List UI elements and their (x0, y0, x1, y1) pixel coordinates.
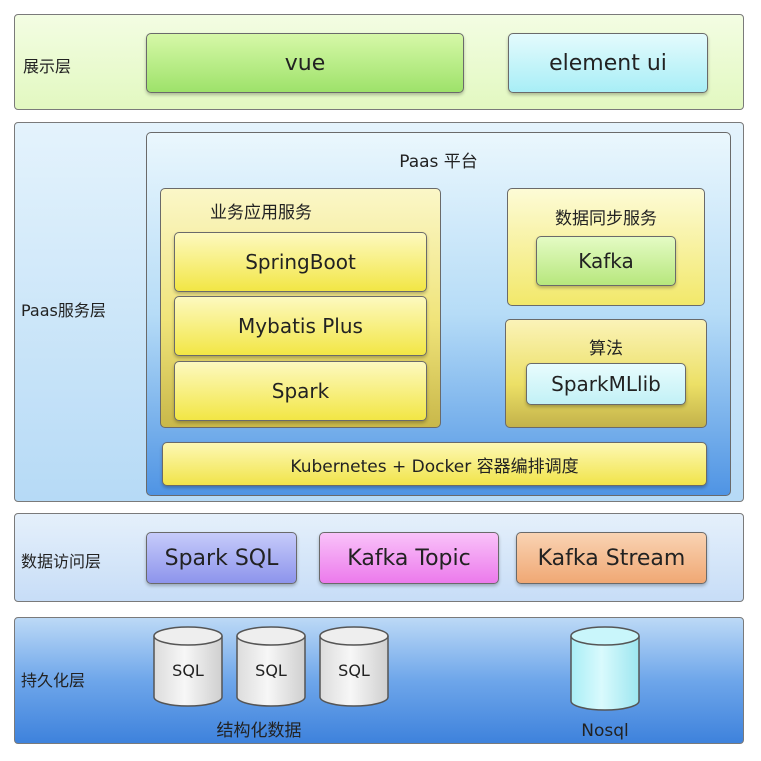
nosql-label: Nosql (581, 721, 629, 741)
data-access-layer: 数据访问层 Spark SQL Kafka Topic Kafka Stream (14, 513, 744, 602)
kafka-label: Kafka (578, 249, 634, 273)
sparkmllib-box: SparkMLlib (526, 363, 686, 405)
presentation-layer: 展示层 vue element ui (14, 14, 744, 110)
sql-cylinder-1 (153, 626, 223, 707)
vue-box: vue (146, 33, 464, 93)
paas-platform: Paas 平台 业务应用服务 SpringBoot Mybatis Plus S… (146, 132, 731, 496)
element-ui-box: element ui (508, 33, 708, 93)
kubernetes-docker-label: Kubernetes + Docker 容器编排调度 (290, 456, 579, 477)
kafka-topic-label: Kafka Topic (347, 545, 471, 571)
data-sync-service: 数据同步服务 Kafka (507, 188, 705, 306)
spark-box: Spark (174, 361, 427, 421)
algorithm-service: 算法 SparkMLlib (505, 319, 707, 428)
kafka-box: Kafka (536, 236, 676, 286)
persistence-layer: 持久化层 (14, 617, 744, 744)
sql-cylinder-2 (236, 626, 306, 707)
springboot-label: SpringBoot (245, 250, 356, 274)
data-access-layer-label: 数据访问层 (21, 552, 102, 571)
paas-layer-label: Paas服务层 (21, 301, 106, 320)
springboot-box: SpringBoot (174, 232, 427, 292)
spark-sql-label: Spark SQL (164, 545, 279, 571)
business-services-title: 业务应用服务 (210, 203, 312, 223)
paas-layer: Paas服务层 Paas 平台 业务应用服务 SpringBoot Mybati… (14, 122, 744, 502)
persistence-layer-label: 持久化层 (21, 671, 86, 690)
sql-label-3: SQL (338, 661, 370, 680)
spark-label: Spark (271, 379, 330, 403)
kafka-topic-box: Kafka Topic (319, 532, 499, 584)
presentation-layer-label: 展示层 (23, 57, 72, 76)
paas-platform-title: Paas 平台 (399, 152, 478, 172)
element-ui-label: element ui (549, 50, 667, 76)
kafka-stream-box: Kafka Stream (516, 532, 707, 584)
business-services: 业务应用服务 SpringBoot Mybatis Plus Spark (160, 188, 441, 428)
sql-label-1: SQL (172, 661, 204, 680)
nosql-cylinder (570, 626, 640, 711)
data-sync-title: 数据同步服务 (555, 209, 657, 229)
kafka-stream-label: Kafka Stream (537, 545, 686, 571)
mybatis-plus-box: Mybatis Plus (174, 296, 427, 356)
spark-sql-box: Spark SQL (146, 532, 297, 584)
structured-data-label: 结构化数据 (217, 721, 302, 741)
kubernetes-docker-box: Kubernetes + Docker 容器编排调度 (162, 442, 707, 486)
sparkmllib-label: SparkMLlib (551, 372, 661, 396)
persistence-cylinders: SQL SQL SQL 结构化数据 Nosql (153, 626, 640, 741)
sql-label-2: SQL (255, 661, 287, 680)
vue-label: vue (284, 50, 326, 76)
mybatis-plus-label: Mybatis Plus (238, 314, 363, 338)
algorithm-title: 算法 (589, 339, 623, 359)
sql-cylinder-3 (319, 626, 389, 707)
